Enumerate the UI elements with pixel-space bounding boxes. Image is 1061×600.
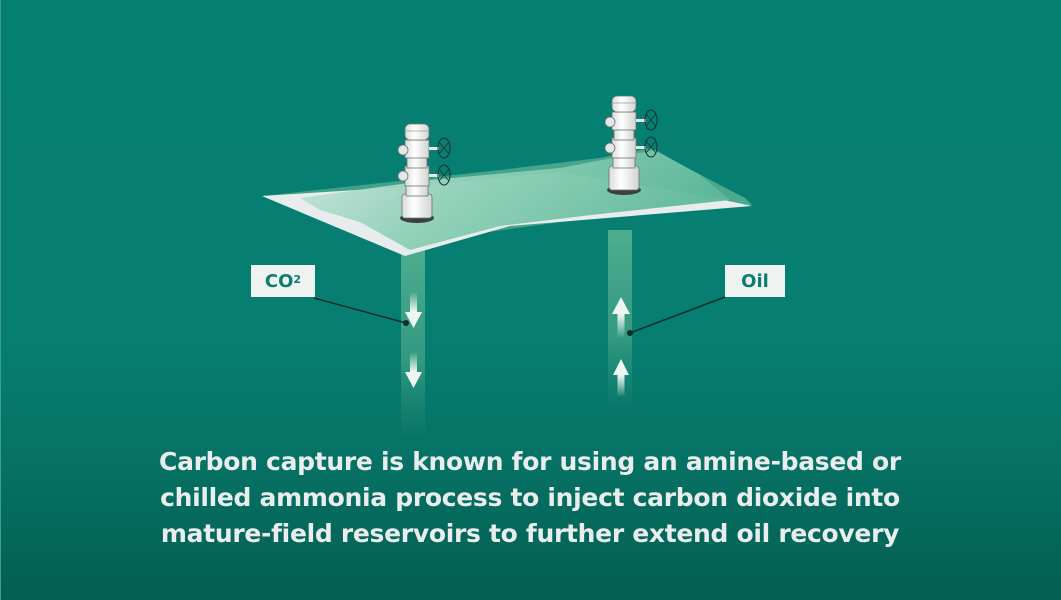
- injection-pipe: [401, 240, 425, 440]
- caption-line: mature-field reservoirs to further exten…: [160, 519, 900, 548]
- caption-line: Carbon capture is known for using an ami…: [159, 447, 901, 476]
- ground-surface: [262, 148, 752, 256]
- down-arrow-icon: [405, 292, 422, 328]
- production-wellhead-icon: [604, 95, 658, 195]
- up-arrow-icon: [613, 359, 629, 397]
- down-arrow-icon: [405, 352, 422, 388]
- caption-line: chilled ammonia process to inject carbon…: [160, 483, 900, 512]
- oil-leader-line: [627, 296, 726, 336]
- caption: Carbon capture is known for using an ami…: [100, 444, 960, 552]
- frame-edge: [0, 0, 1, 600]
- co2-label-superscript: 2: [293, 272, 302, 286]
- injection-wellhead-icon: [397, 123, 451, 223]
- up-arrow-icon: [612, 297, 630, 338]
- oil-label-text: Oil: [741, 270, 769, 292]
- oil-label: Oil: [725, 265, 785, 297]
- co2-label-text: CO: [264, 270, 294, 292]
- co2-leader-line: [313, 297, 409, 326]
